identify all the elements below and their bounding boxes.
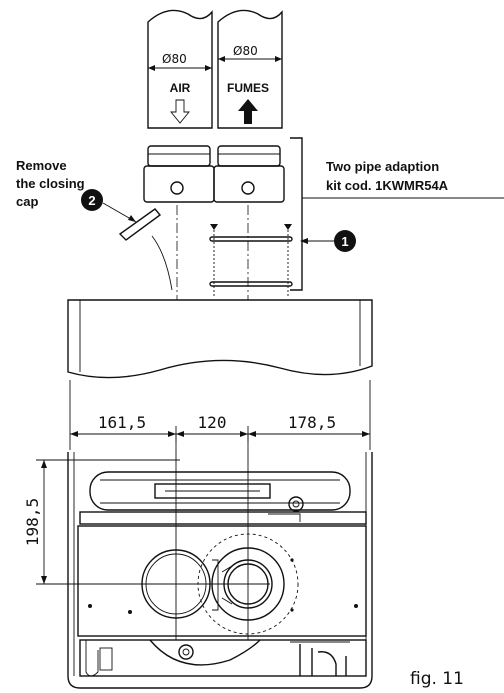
air-adapter bbox=[143, 145, 215, 203]
air-diameter: Ø80 bbox=[162, 52, 187, 66]
dimension-198-5: 198,5 bbox=[23, 498, 42, 546]
closing-cap bbox=[118, 208, 162, 241]
dimension-178-5: 178,5 bbox=[288, 413, 336, 432]
callout-1: 1 bbox=[334, 230, 356, 252]
callout-2-number: 2 bbox=[88, 193, 95, 208]
kit-label-line2: kit cod. 1KWMR54A bbox=[326, 178, 449, 193]
gasket-seals bbox=[209, 224, 293, 296]
dimension-161-5: 161,5 bbox=[98, 413, 146, 432]
callout-1-number: 1 bbox=[341, 234, 348, 249]
remove-label-line1: Remove bbox=[16, 158, 67, 173]
air-label: AIR bbox=[170, 81, 191, 95]
boiler-casing-top bbox=[67, 299, 373, 379]
fumes-label: FUMES bbox=[227, 81, 269, 95]
callout-2: 2 bbox=[81, 189, 103, 211]
fumes-pipe: Ø80 FUMES bbox=[217, 9, 283, 129]
remove-label-line2: the closing bbox=[16, 176, 85, 191]
fumes-adapter bbox=[213, 145, 285, 203]
boiler-body bbox=[44, 434, 373, 689]
remove-label-line3: cap bbox=[16, 194, 38, 209]
horizontal-dimensions: 161,5 120 178,5 bbox=[69, 380, 371, 450]
vertical-dimension: 198,5 bbox=[23, 459, 180, 585]
air-pipe: Ø80 AIR bbox=[147, 9, 213, 129]
kit-bracket bbox=[290, 137, 303, 291]
kit-label-line1: Two pipe adaption bbox=[326, 159, 439, 174]
dimension-120: 120 bbox=[198, 413, 227, 432]
air-arrow-down-icon bbox=[170, 99, 190, 124]
figure-caption: fig. 11 bbox=[410, 669, 464, 689]
fumes-arrow-up-icon bbox=[238, 99, 258, 124]
fumes-diameter: Ø80 bbox=[233, 44, 258, 58]
